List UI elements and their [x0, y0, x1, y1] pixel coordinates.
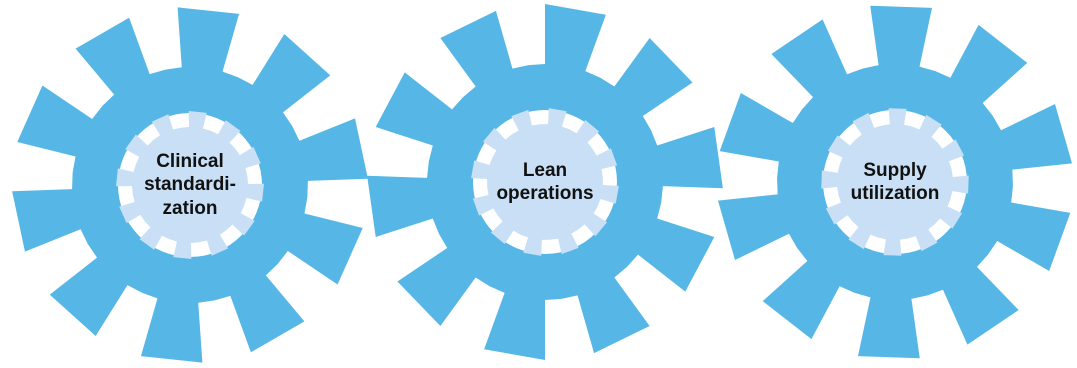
- label-line: Clinical: [156, 151, 224, 173]
- label-line: zation: [162, 197, 218, 219]
- outer-gear-shape: [367, 4, 723, 360]
- label-line: operations: [496, 183, 594, 204]
- label-line: utilization: [850, 183, 940, 204]
- gear-lean: Lean operations: [365, 2, 725, 362]
- outer-gear-shape: [12, 7, 368, 363]
- outer-gear-shape: [717, 5, 1073, 359]
- label-line: Supply: [863, 159, 927, 181]
- label-line: Lean: [522, 159, 568, 181]
- gear-label-supply: Supply utilization: [795, 122, 995, 242]
- gear-label-lean: Lean operations: [445, 122, 645, 242]
- outer-gear-lean: [367, 4, 723, 360]
- inner-gear-supply: [821, 108, 969, 256]
- gear-supply: Supply utilization: [715, 2, 1075, 362]
- outer-gear-clinical: [12, 7, 368, 363]
- label-line: standardi-: [144, 174, 236, 196]
- gear-clinical: Clinical standardi- zation: [10, 5, 370, 365]
- inner-gear-clinical: [116, 111, 264, 259]
- outer-gear-supply: [717, 5, 1073, 359]
- gear-label-clinical: Clinical standardi- zation: [90, 125, 290, 245]
- inner-gear-lean: [471, 108, 619, 256]
